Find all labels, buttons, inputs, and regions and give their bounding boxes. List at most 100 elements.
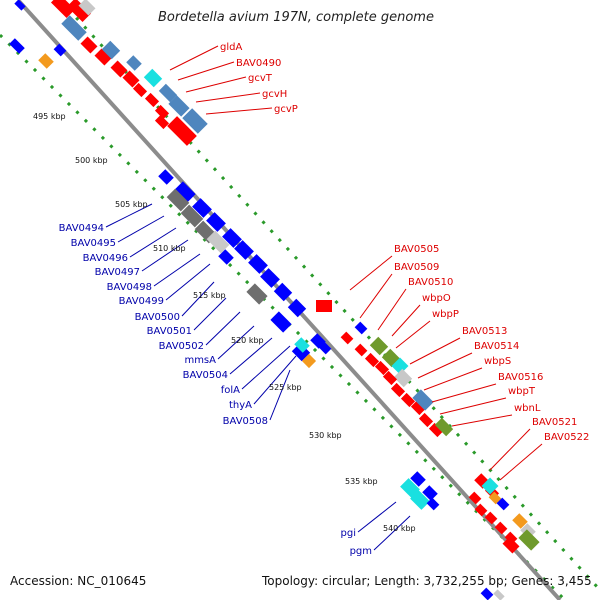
gene-label-forward[interactable]: BAV0510 — [408, 277, 453, 288]
gene-feature[interactable] — [354, 343, 368, 357]
gene-feature[interactable] — [126, 55, 142, 71]
gene-feature[interactable] — [410, 471, 426, 487]
gene-label-reverse[interactable]: mmsA — [184, 355, 216, 366]
gene-feature[interactable] — [484, 511, 498, 525]
gene-feature[interactable] — [294, 337, 310, 353]
gene-feature[interactable] — [154, 104, 170, 120]
gene-feature[interactable] — [391, 357, 409, 375]
gene-label-forward[interactable]: BAV0505 — [394, 244, 439, 255]
gene-feature[interactable] — [38, 53, 54, 69]
gene-label-forward[interactable]: wbpO — [422, 293, 451, 304]
gene-label-forward[interactable]: BAV0509 — [394, 262, 439, 273]
gene-feature[interactable] — [374, 360, 390, 376]
gene-feature[interactable] — [260, 268, 280, 288]
gene-feature[interactable] — [354, 321, 368, 335]
gene-feature[interactable] — [390, 382, 406, 398]
gene-feature[interactable] — [518, 529, 540, 551]
gene-feature[interactable] — [192, 198, 212, 218]
gene-feature[interactable] — [248, 254, 268, 274]
gene-label-forward[interactable]: BAV0513 — [462, 326, 507, 337]
gene-feature[interactable] — [222, 228, 242, 248]
gene-feature[interactable] — [393, 368, 413, 388]
gene-label-reverse[interactable]: pgi — [341, 528, 356, 539]
gene-label-reverse[interactable]: BAV0495 — [71, 238, 116, 249]
gene-feature[interactable] — [14, 0, 26, 11]
gene-label-reverse[interactable]: folA — [221, 385, 240, 396]
gene-feature[interactable] — [468, 491, 482, 505]
gene-label-reverse[interactable]: BAV0497 — [95, 267, 140, 278]
gene-feature[interactable] — [410, 490, 430, 510]
gene-label-reverse[interactable]: BAV0508 — [223, 416, 268, 427]
gene-label-reverse[interactable]: BAV0499 — [119, 296, 164, 307]
gene-feature[interactable] — [340, 331, 354, 345]
gene-label-forward[interactable]: BAV0490 — [236, 58, 281, 69]
gene-label-reverse[interactable]: BAV0504 — [183, 370, 228, 381]
gene-feature[interactable] — [273, 282, 293, 302]
gene-label-forward[interactable]: wbpS — [484, 356, 511, 367]
gene-label-forward[interactable]: wbnL — [514, 403, 541, 414]
gene-feature[interactable] — [144, 92, 160, 108]
gene-feature[interactable] — [94, 48, 112, 66]
gene-feature[interactable] — [400, 392, 416, 408]
gene-feature[interactable] — [493, 589, 505, 600]
gene-feature[interactable] — [168, 95, 190, 117]
gene-feature[interactable] — [143, 68, 163, 88]
gene-label-forward[interactable]: wbpT — [508, 386, 536, 397]
gene-feature[interactable] — [53, 43, 67, 57]
gene-feature[interactable] — [61, 15, 87, 41]
gene-feature[interactable] — [218, 249, 234, 265]
gene-label-reverse[interactable]: BAV0494 — [59, 223, 104, 234]
gene-feature[interactable] — [422, 485, 438, 501]
gene-feature[interactable] — [9, 38, 25, 54]
gene-label-reverse[interactable]: BAV0496 — [83, 253, 128, 264]
gene-feature[interactable] — [80, 36, 98, 54]
gene-feature[interactable] — [167, 116, 197, 146]
gene-label-forward[interactable]: BAV0521 — [532, 417, 577, 428]
gene-feature[interactable] — [512, 513, 528, 529]
gene-label-reverse[interactable]: BAV0498 — [107, 282, 152, 293]
gene-feature[interactable] — [101, 40, 121, 60]
gene-feature[interactable] — [180, 204, 204, 228]
gene-feature[interactable] — [158, 83, 178, 103]
gene-label-reverse[interactable]: pgm — [350, 546, 372, 557]
gene-feature[interactable] — [412, 389, 434, 411]
gene-feature[interactable] — [434, 417, 454, 437]
gene-feature[interactable] — [270, 311, 292, 333]
gene-feature[interactable] — [158, 169, 174, 185]
gene-label-reverse[interactable]: BAV0502 — [159, 341, 204, 352]
gene-feature[interactable] — [410, 400, 426, 416]
gene-feature[interactable] — [66, 0, 92, 23]
gene-feature[interactable] — [287, 298, 307, 318]
gene-feature[interactable] — [496, 497, 510, 511]
gene-feature[interactable] — [182, 108, 208, 134]
gene-feature[interactable] — [428, 422, 444, 438]
gene-label-forward[interactable]: gcvP — [274, 104, 298, 115]
gene-feature[interactable] — [480, 587, 494, 600]
gene-feature[interactable] — [291, 342, 311, 362]
gene-label-forward[interactable]: wbpP — [432, 309, 459, 320]
gene-feature[interactable] — [382, 370, 398, 386]
gene-feature[interactable] — [234, 240, 254, 260]
gene-feature[interactable] — [174, 181, 196, 203]
gene-feature[interactable] — [206, 212, 226, 232]
gene-feature[interactable] — [502, 536, 520, 554]
gene-label-reverse[interactable]: BAV0501 — [147, 326, 192, 337]
gene-feature[interactable] — [78, 0, 96, 16]
gene-label-forward[interactable]: gcvT — [248, 73, 273, 84]
gene-feature[interactable] — [316, 300, 332, 312]
gene-feature[interactable] — [474, 503, 488, 517]
gene-label-forward[interactable]: gcvH — [262, 89, 287, 100]
gene-label-forward[interactable]: BAV0522 — [544, 432, 589, 443]
gene-label-forward[interactable]: gldA — [220, 42, 242, 53]
gene-feature[interactable] — [206, 230, 230, 254]
gene-feature[interactable] — [166, 188, 190, 212]
gene-feature[interactable] — [122, 70, 140, 88]
gene-label-reverse[interactable]: BAV0500 — [135, 312, 180, 323]
gene-feature[interactable] — [246, 283, 268, 305]
gene-feature[interactable] — [110, 60, 128, 78]
gene-feature[interactable] — [154, 114, 170, 130]
gene-label-forward[interactable]: BAV0516 — [498, 372, 543, 383]
gene-feature[interactable] — [400, 478, 420, 498]
gene-feature[interactable] — [426, 497, 440, 511]
gene-feature[interactable] — [494, 521, 508, 535]
